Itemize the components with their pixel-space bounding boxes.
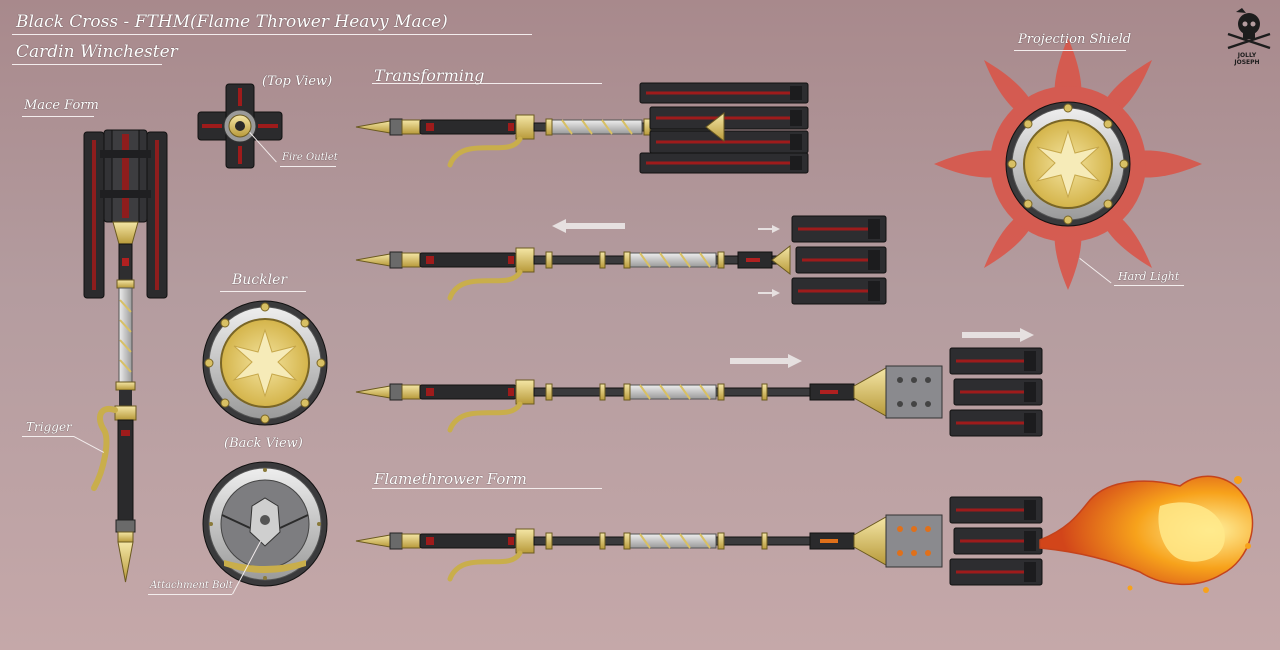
mace-form-label: Mace Form — [24, 98, 99, 113]
transforming-label: Transforming — [374, 66, 485, 85]
projection-shield-label: Projection Shield — [1018, 32, 1132, 47]
top-view-label: (Top View) — [262, 74, 333, 89]
back-view-label: (Back View) — [224, 436, 303, 451]
weapon-rows — [355, 82, 1043, 586]
page-title: Black Cross - FTHM(Flame Thrower Heavy M… — [16, 12, 448, 32]
flamethrower-form-label: Flamethrower Form — [374, 470, 527, 488]
back-view-drawing — [202, 461, 328, 587]
hard-light-underline — [1114, 285, 1184, 286]
trigger-label: Trigger — [26, 420, 72, 434]
trigger-underline — [22, 436, 74, 437]
fire-outlet-label: Fire Outlet — [282, 152, 338, 163]
transform-row-3 — [355, 347, 1043, 437]
transform-row-1 — [355, 82, 809, 174]
transforming-underline — [372, 83, 602, 84]
author-name: Cardin Winchester — [16, 42, 178, 62]
title-underline — [12, 34, 532, 35]
logo-text: JOLLY JOSEPH — [1234, 52, 1260, 66]
flamethrower-row — [355, 496, 1043, 586]
attachment-bolt-label: Attachment Bolt — [150, 580, 233, 591]
flamethrower-form-underline — [372, 488, 602, 489]
fire-outlet-underline — [280, 166, 336, 167]
mace-form-drawing — [83, 129, 168, 583]
projection-shield-drawing — [934, 38, 1202, 290]
hard-light-label: Hard Light — [1118, 270, 1180, 283]
mace-form-underline — [22, 116, 94, 117]
top-view-drawing — [197, 83, 283, 169]
flame-effect — [1039, 475, 1254, 593]
transform-arrows — [552, 219, 1034, 368]
projection-shield-underline — [1014, 50, 1126, 51]
buckler-drawing — [202, 300, 328, 426]
jolly-joseph-logo — [1227, 8, 1271, 50]
buckler-label: Buckler — [232, 272, 288, 288]
attachment-bolt-underline — [148, 594, 232, 595]
buckler-underline — [220, 291, 306, 292]
transform-row-2 — [355, 215, 887, 305]
author-underline — [12, 64, 162, 65]
